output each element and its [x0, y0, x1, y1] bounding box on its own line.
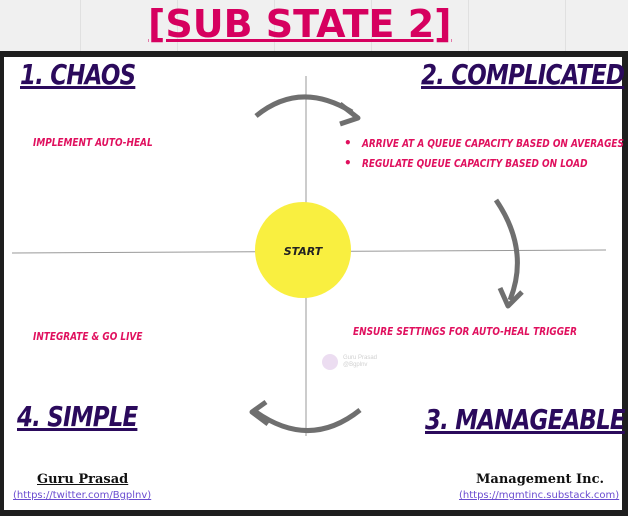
bullet-icon: • — [344, 156, 352, 170]
grid-line — [565, 0, 566, 52]
grid-line — [371, 0, 372, 52]
avatar-icon — [322, 354, 338, 370]
start-circle — [255, 202, 351, 298]
arrow-top — [254, 94, 354, 118]
watermark: Guru Prasad@Bgplnv — [322, 354, 377, 370]
company-link[interactable]: (https://mgmtinc.substack.com) — [459, 490, 620, 501]
grid-line — [274, 0, 275, 52]
page-title: [SUB STATE 2] — [148, 2, 452, 46]
quadrant-2-bullet: ARRIVE AT A QUEUE CAPACITY BASED ON AVER… — [362, 138, 624, 150]
arrow-right-head — [497, 286, 524, 309]
quadrant-4-note: INTEGRATE & GO LIVE — [33, 331, 143, 343]
arrow-right — [493, 198, 520, 301]
author-link[interactable]: (https://twitter.com/Bgplnv) — [13, 490, 152, 501]
watermark-handle: @Bgplnv — [343, 362, 368, 368]
arrow-bottom-head — [249, 399, 270, 426]
quadrant-1-note: IMPLEMENT AUTO-HEAL — [33, 137, 153, 149]
watermark-name: Guru Prasad — [343, 355, 378, 361]
grid-line — [468, 0, 469, 52]
quadrant-2-heading: 2. COMPLICATED — [421, 58, 625, 91]
arrow-bottom — [254, 408, 362, 433]
quadrant-4-heading: 4. SIMPLE — [17, 400, 138, 433]
company-name: Management Inc. — [476, 472, 605, 487]
quadrant-3-heading: 3. MANAGEABLE — [425, 403, 626, 436]
grid-line — [80, 0, 81, 52]
bullet-icon: • — [344, 136, 352, 150]
grid-line — [177, 0, 178, 52]
start-label: START — [284, 245, 324, 258]
arrow-top-head — [338, 102, 361, 127]
quadrant-1-heading: 1. CHAOS — [20, 58, 136, 91]
quadrant-3-note: ENSURE SETTINGS FOR AUTO-HEAL TRIGGER — [353, 326, 578, 338]
author-name: Guru Prasad — [37, 472, 129, 487]
quadrant-2-bullet: REGULATE QUEUE CAPACITY BASED ON LOAD — [362, 158, 588, 170]
